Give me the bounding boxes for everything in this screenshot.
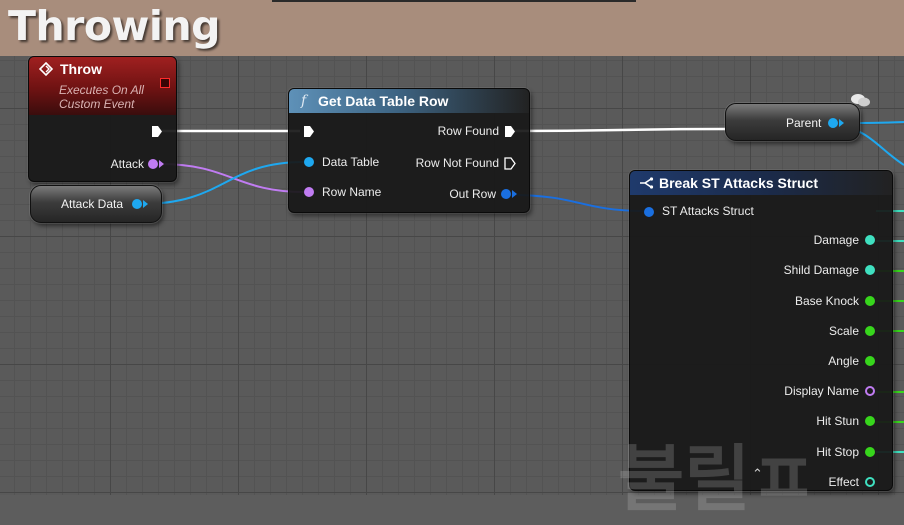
object-wire: [140, 161, 305, 205]
struct-output-label: Shild Damage: [783, 263, 859, 278]
break-struct-title: Break ST Attacks Struct: [659, 175, 818, 191]
comment-title: Throwing: [8, 2, 221, 50]
get-data-table-row-title: Get Data Table Row: [318, 93, 449, 109]
attack-output-pin[interactable]: [148, 159, 158, 169]
pin-arrow-icon: [512, 190, 517, 198]
struct-output-pin[interactable]: [865, 325, 875, 336]
expand-arrow-icon[interactable]: ⌃: [752, 466, 763, 481]
throw-node-header[interactable]: Throw Executes On All Custom Event: [29, 57, 176, 115]
row-found-label: Row Found: [437, 124, 499, 138]
struct-output-label: Display Name: [784, 384, 859, 399]
function-icon: f: [301, 93, 307, 109]
attack-data-output-pin[interactable]: [132, 199, 142, 209]
toolbar-edge: [272, 0, 636, 2]
struct-output-pin[interactable]: [865, 265, 875, 276]
name-wire: [159, 163, 305, 193]
struct-output-label: Scale: [828, 323, 859, 338]
parent-label: Parent: [786, 116, 822, 130]
struct-output-label: Base Knock: [794, 293, 859, 308]
struct-output-label: Angle: [828, 354, 859, 368]
throw-node-subtitle: Executes On All Custom Event: [59, 83, 159, 111]
exec-output-pin[interactable]: [151, 125, 163, 138]
struct-output-pin[interactable]: [865, 295, 875, 306]
struct-output-pin[interactable]: [865, 356, 875, 366]
out-row-output-pin[interactable]: [501, 189, 511, 199]
out-row-label: Out Row: [449, 187, 496, 201]
pin-arrow-icon: [839, 119, 844, 127]
get-data-table-row-header[interactable]: f Get Data Table Row: [289, 89, 529, 113]
pin-arrow-icon: [159, 160, 164, 168]
exec-input-pin[interactable]: [303, 125, 315, 138]
row-name-input-pin[interactable]: [304, 187, 314, 197]
attack-data-variable-node[interactable]: Attack Data: [30, 185, 162, 223]
struct-output-pin[interactable]: [865, 235, 875, 246]
data-table-label: Data Table: [322, 155, 380, 169]
struct-wire: [509, 194, 647, 212]
struct-output-label: Hit Stun: [816, 414, 859, 429]
throw-event-node[interactable]: Throw Executes On All Custom Event Attac…: [28, 56, 177, 182]
subtitle-line-2: Custom Event: [59, 97, 135, 111]
parent-variable-node[interactable]: Parent: [725, 103, 860, 141]
row-name-label: Row Name: [322, 185, 382, 199]
struct-output-label: Hit Stop: [816, 444, 859, 459]
get-data-table-row-node[interactable]: f Get Data Table Row Data Table Row Name…: [288, 88, 530, 213]
row-not-found-exec-pin[interactable]: [504, 157, 516, 170]
pin-arrow-icon: [143, 200, 148, 208]
comment-bubble-icon[interactable]: [849, 93, 871, 107]
struct-output-pin[interactable]: [865, 416, 875, 427]
attack-data-label: Attack Data: [61, 197, 124, 211]
throw-node-title: Throw: [60, 61, 102, 77]
struct-output-pin[interactable]: [865, 446, 875, 457]
attack-pin-label: Attack: [110, 157, 144, 171]
struct-output-pin[interactable]: [865, 386, 875, 397]
stop-icon[interactable]: [160, 78, 170, 88]
row-not-found-label: Row Not Found: [415, 156, 499, 170]
exec-wire-row-found: [514, 127, 728, 133]
struct-output-pin[interactable]: [865, 476, 875, 487]
row-found-exec-pin[interactable]: [504, 125, 516, 138]
parent-output-pin[interactable]: [828, 118, 838, 128]
break-struct-header[interactable]: Break ST Attacks Struct: [630, 171, 892, 195]
data-table-input-pin[interactable]: [304, 157, 314, 167]
struct-input-pin[interactable]: [644, 207, 654, 217]
event-diamond-icon: [39, 62, 53, 76]
break-struct-icon: [640, 177, 654, 189]
subtitle-line-1: Executes On All: [59, 83, 144, 97]
struct-output-label: Effect: [828, 474, 859, 489]
comment-box-header[interactable]: Throwing: [0, 0, 904, 56]
struct-output-label: Damage: [813, 233, 859, 248]
break-struct-node[interactable]: Break ST Attacks Struct ST Attacks Struc…: [629, 170, 893, 491]
struct-input-label: ST Attacks Struct: [662, 204, 754, 218]
watermark: 불릴ㅍ: [618, 437, 817, 521]
